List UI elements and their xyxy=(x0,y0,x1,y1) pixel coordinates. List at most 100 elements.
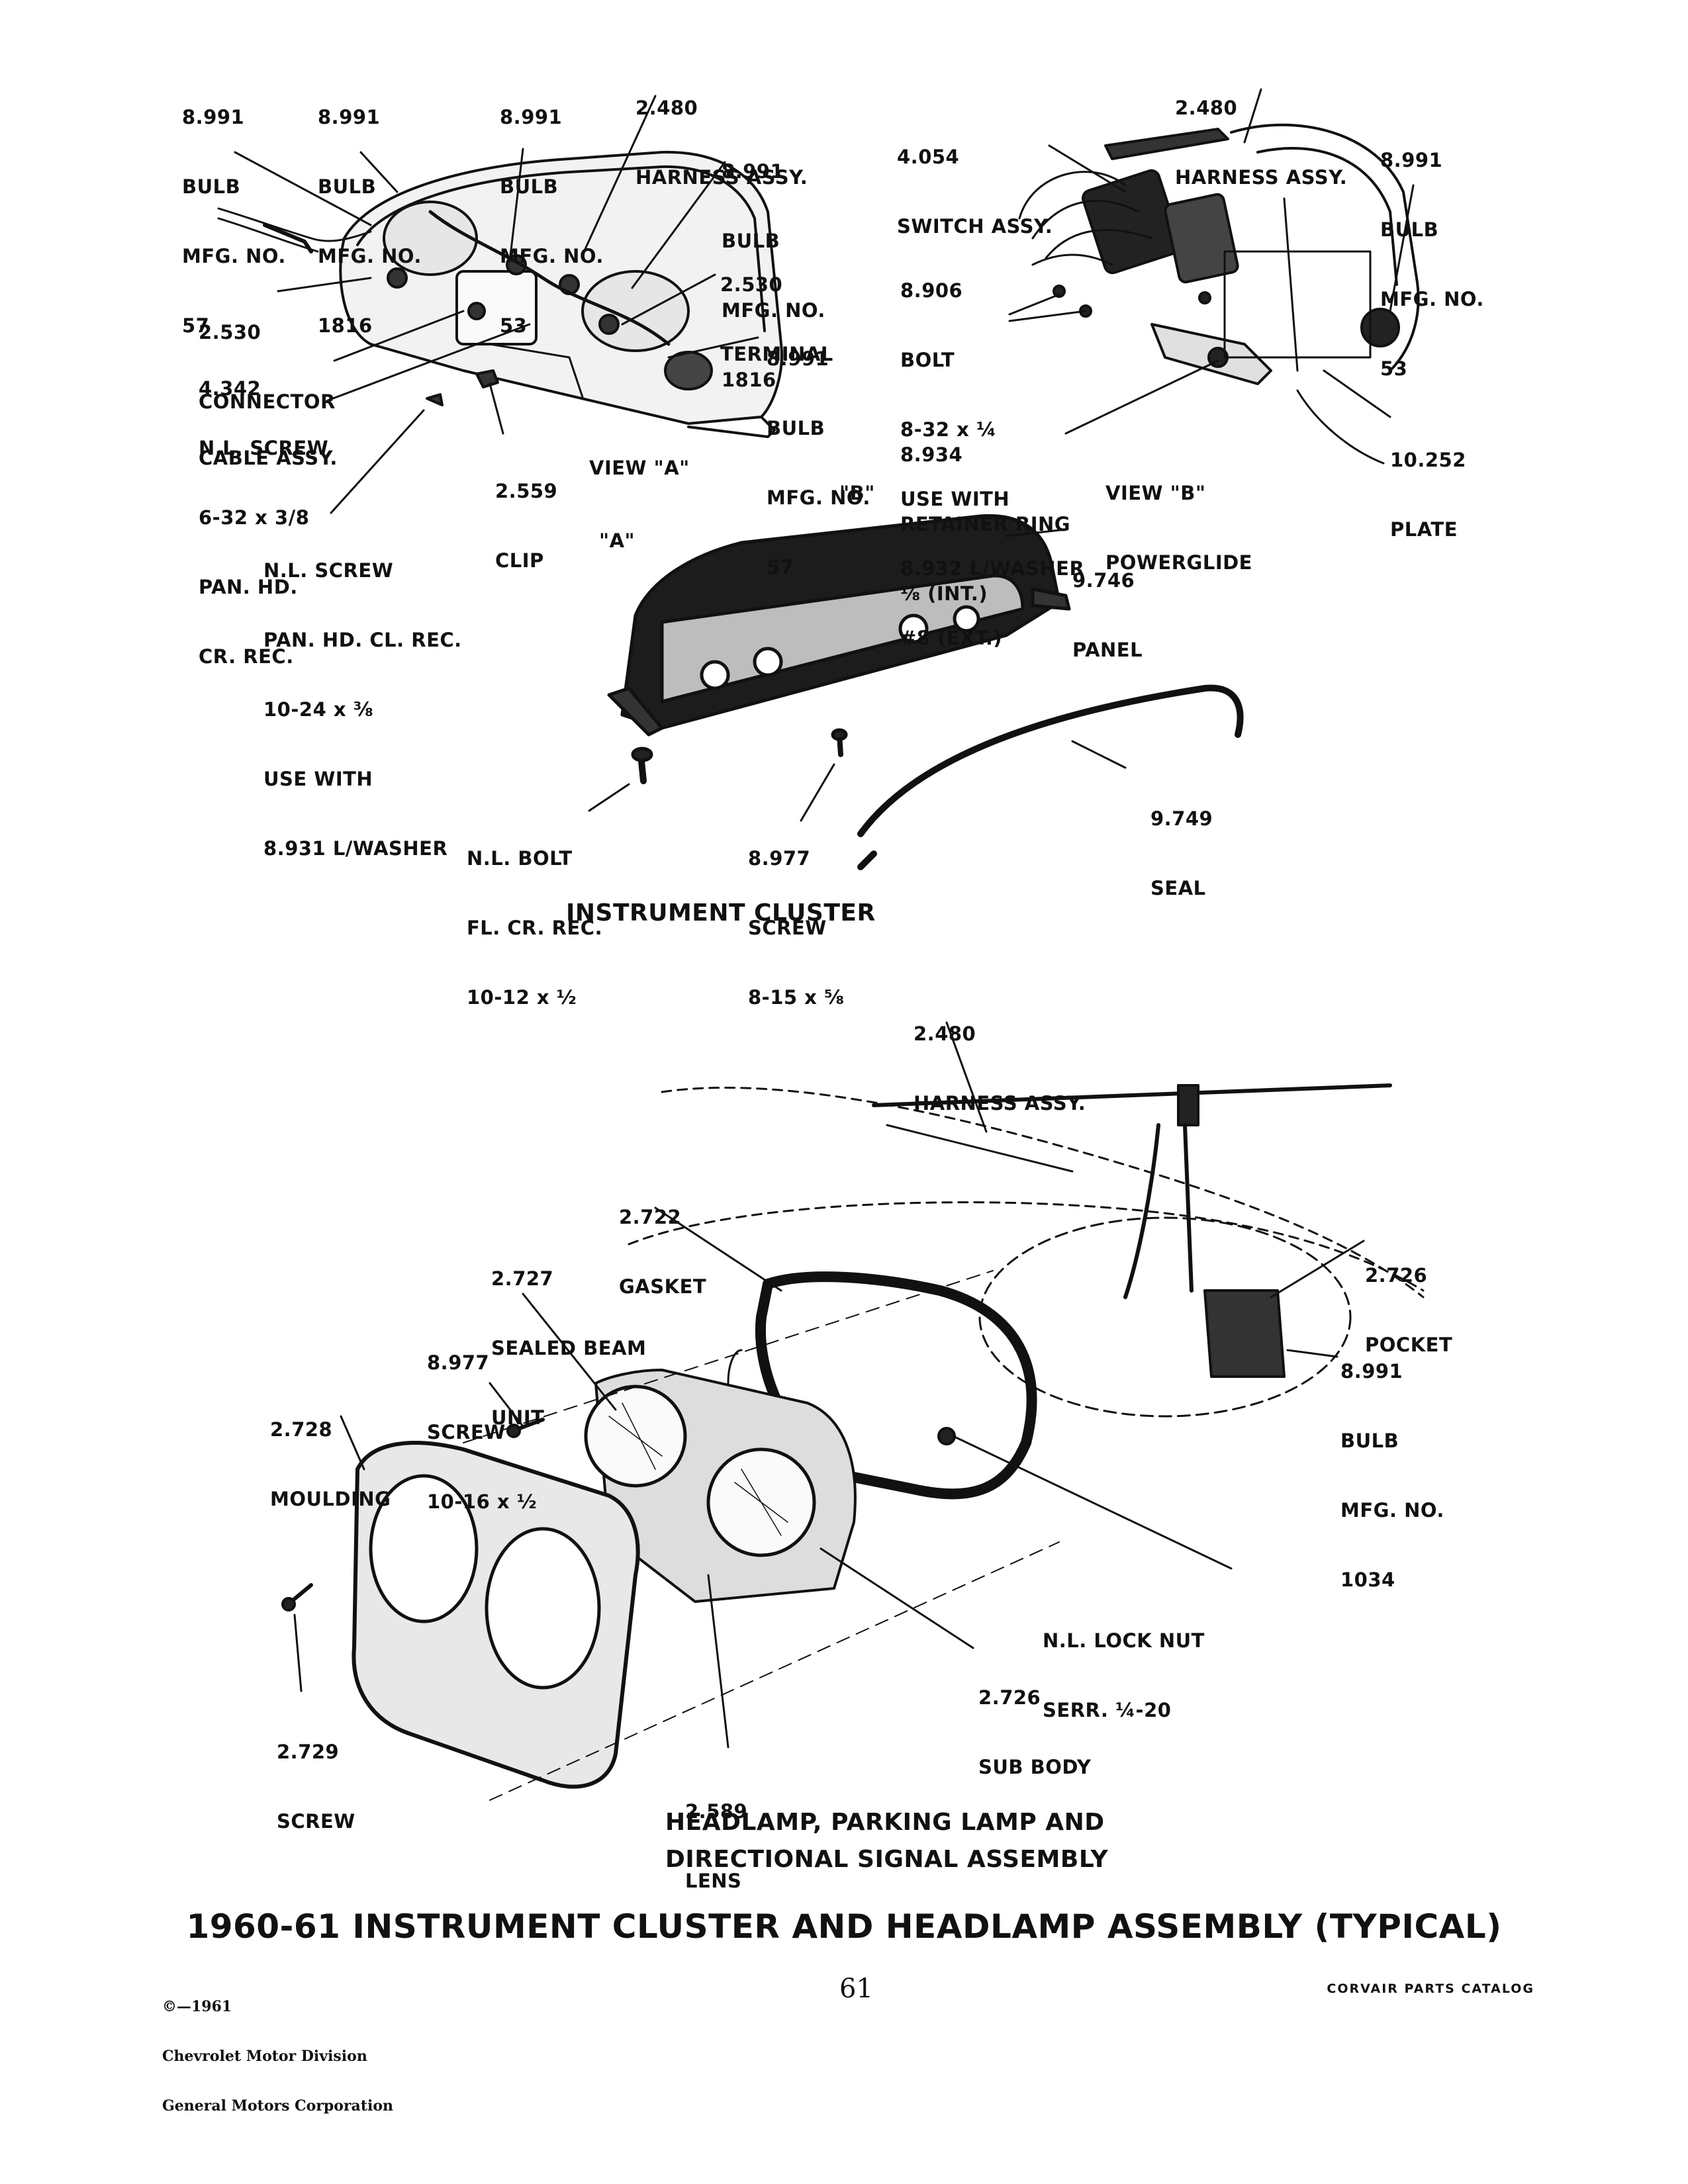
headlamp-caption: HEADLAMP, PARKING LAMP AND DIRECTIONAL S… xyxy=(665,1804,1108,1878)
callout-line: 10-24 x ⅜ xyxy=(263,698,374,721)
callout-line: BULB xyxy=(1340,1430,1399,1452)
callout-line: RETAINER RING xyxy=(900,513,1071,535)
callout-line: MFG. NO. xyxy=(1340,1499,1444,1522)
callout-line: BULB xyxy=(1380,218,1439,241)
callout-connector: 2.530 CONNECTOR xyxy=(199,275,336,437)
view-a-label: VIEW "A" xyxy=(589,457,690,479)
callout-line: PLATE xyxy=(1390,518,1458,541)
callout-plate: 10.252 PLATE xyxy=(1390,402,1466,565)
callout-bulb-1034: 8.991 BULB MFG. NO. 1034 xyxy=(1340,1314,1444,1615)
callout-line: 8.906 xyxy=(900,279,963,302)
callout-line: 10-12 x ½ xyxy=(467,986,577,1009)
callout-cable: 4.342 CABLE ASSY. xyxy=(199,331,338,493)
callout-gasket: 2.722 GASKET xyxy=(619,1160,706,1322)
callout-line: 8.931 L/WASHER xyxy=(263,837,448,860)
callout-bulb-57-left: 8.991 BULB MFG. NO. 57 xyxy=(182,60,286,361)
callout-lock-nut: N.L. LOCK NUT SERR. ¼-20 xyxy=(1043,1583,1205,1745)
callout-panel: 9.746 PANEL xyxy=(1072,523,1143,685)
callout-line: SERR. ¼-20 xyxy=(1043,1699,1172,1721)
callout-line: TERMINAL xyxy=(720,343,833,365)
callout-line: 2.589 xyxy=(685,1800,748,1823)
callout-line: 6-32 x 3/8 xyxy=(199,506,310,529)
callout-line: 8.991 xyxy=(722,160,784,183)
callout-bulb-1816-right: 8.991 BULB MFG. NO. 1816 xyxy=(722,114,825,415)
callout-line: MFG. NO. xyxy=(318,245,422,267)
callout-line: GASKET xyxy=(619,1275,707,1298)
callout-line: PANEL xyxy=(1072,639,1143,661)
callout-line: 2.530 xyxy=(199,321,261,343)
callout-line: 8.977 xyxy=(427,1351,490,1374)
callout-line: MFG. NO. xyxy=(500,245,604,267)
instrument-cluster-caption: INSTRUMENT CLUSTER xyxy=(566,899,876,927)
marker-a: "A" xyxy=(599,529,635,552)
callout-line: 2.726 xyxy=(978,1686,1041,1709)
callout-line: 9.746 xyxy=(1072,569,1135,592)
callout-line: 8.991 xyxy=(182,106,245,128)
callout-line: N.L. LOCK NUT xyxy=(1043,1629,1205,1652)
catalog-name: CORVAIR PARTS CATALOG xyxy=(1327,1981,1534,1996)
callout-line: LENS xyxy=(685,1870,742,1892)
callout-line: 57 xyxy=(182,314,210,337)
callout-moulding: 2.728 MOULDING xyxy=(270,1372,391,1534)
callout-line: UNIT xyxy=(491,1406,545,1429)
callout-line: POCKET xyxy=(1365,1334,1453,1356)
callout-harness-h: 2.480 HARNESS ASSY. xyxy=(914,976,1086,1138)
callout-line: SCREW xyxy=(277,1810,355,1833)
callout-line: 8-15 x ⅝ xyxy=(748,986,845,1009)
callout-line: FL. CR. REC. xyxy=(467,917,603,939)
callout-bulb-1816-left: 8.991 BULB MFG. NO. 1816 xyxy=(318,60,422,361)
copyright-line: General Motors Corporation xyxy=(162,2097,394,2115)
leader-lines xyxy=(234,88,1415,1749)
callout-seal: 9.749 SEAL xyxy=(1150,761,1213,923)
callout-line: 2.729 xyxy=(277,1741,340,1763)
callout-line: 8-32 x ¼ xyxy=(900,418,997,441)
callout-line: SCREW xyxy=(748,917,827,939)
callout-sealed-beam: 2.727 SEALED BEAM UNIT xyxy=(491,1221,646,1453)
callout-line: CR. REC. xyxy=(199,645,294,668)
callout-line: 2.480 xyxy=(914,1023,976,1045)
callout-line: 1816 xyxy=(722,369,776,391)
callout-line: SUB BODY xyxy=(978,1756,1092,1778)
callout-line: USE WITH xyxy=(900,488,1010,510)
callout-line: 8.977 xyxy=(748,847,811,870)
view-b-title: VIEW "B" xyxy=(1105,482,1206,504)
callout-line: 1816 xyxy=(318,314,373,337)
callout-line: 8.932 L/WASHER xyxy=(900,557,1085,580)
headlamp-assembly-drawing xyxy=(281,1083,1425,1801)
callout-line: 2.722 xyxy=(619,1206,682,1228)
callout-line: HARNESS ASSY. xyxy=(635,166,808,189)
callout-bulb-53-b: 8.991 BULB MFG. NO. 53 xyxy=(1380,103,1484,404)
callout-line: MOULDING xyxy=(270,1488,391,1510)
callout-line: 2.480 xyxy=(635,97,698,119)
callout-switch: 4.054 SWITCH ASSY. xyxy=(897,99,1053,261)
callout-bulb-53-left: 8.991 BULB MFG. NO. 53 xyxy=(500,60,604,361)
callout-line: 8.991 xyxy=(767,347,829,370)
callout-line: MFG. NO. xyxy=(1380,288,1484,310)
callout-line: 53 xyxy=(1380,357,1408,380)
callout-line: 10.252 xyxy=(1390,449,1466,471)
callout-line: BULB xyxy=(182,175,241,198)
callout-line: 2.530 xyxy=(720,273,783,296)
callout-line: 2.480 xyxy=(1175,97,1238,119)
view-b-label: VIEW "B" POWERGLIDE xyxy=(1105,435,1252,598)
callout-retainer-ring: 8.934 RETAINER RING ⅛ (INT.) xyxy=(900,397,1070,629)
callout-sub-body: 2.726 SUB BODY xyxy=(978,1640,1091,1802)
callout-line: N.L. SCREW xyxy=(263,559,394,582)
callout-screw-1016: 8.977 SCREW 10-16 x ½ xyxy=(427,1305,537,1537)
copyright-line: ©—1961 xyxy=(162,1998,232,2015)
callout-line: 8.991 xyxy=(318,106,381,128)
callout-nl-screw-632: N.L. SCREW 6-32 x 3/8 PAN. HD. CR. REC. xyxy=(199,390,328,692)
callout-line: 2.726 xyxy=(1365,1264,1428,1287)
callout-line: 8.991 xyxy=(1340,1360,1403,1383)
callout-line: BULB xyxy=(318,175,377,198)
callout-line: 8.991 xyxy=(1380,149,1443,171)
marker-b: "B" xyxy=(839,482,875,504)
callout-line: #8 (EXT.) xyxy=(900,627,1003,649)
callout-harness-a: 2.480 HARNESS ASSY. xyxy=(635,50,808,212)
callout-line: 1034 xyxy=(1340,1569,1395,1591)
callout-line: 2.559 xyxy=(495,480,558,502)
copyright-block: ©—1961 Chevrolet Motor Division General … xyxy=(162,1966,393,2131)
callout-line: MFG. NO. xyxy=(767,486,870,509)
cluster-panel-drawing xyxy=(607,514,1244,870)
